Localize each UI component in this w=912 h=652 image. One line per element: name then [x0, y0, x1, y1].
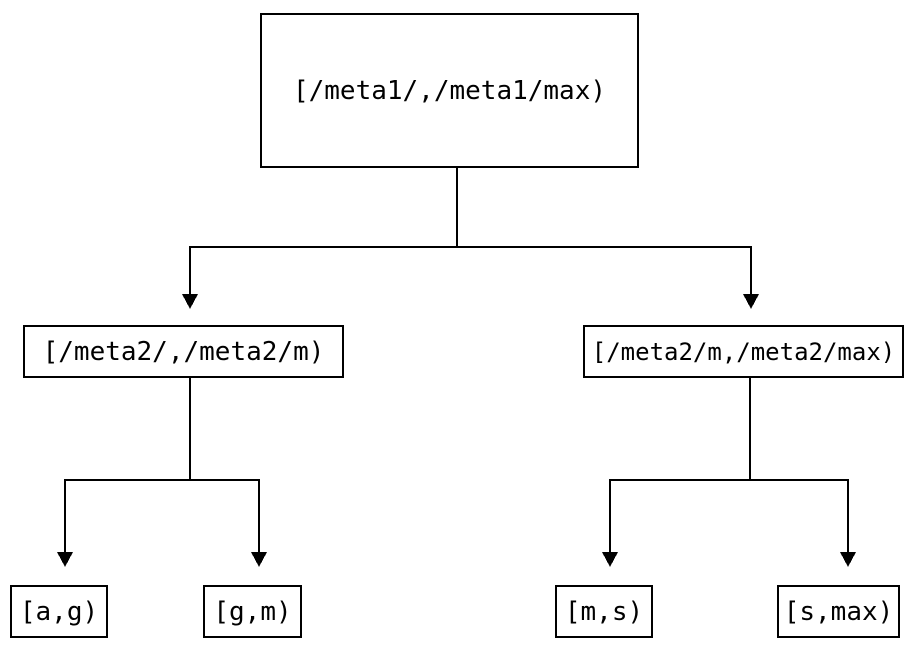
connector-left-children — [57, 378, 267, 567]
node-leaf-ag: [a,g) — [10, 585, 108, 638]
node-leaf-smax-label: [s,max) — [783, 596, 894, 627]
arrowhead-to-right-node — [743, 294, 759, 309]
connector-right-children — [602, 378, 856, 567]
node-root-label: [/meta1/,/meta1/max) — [292, 75, 607, 106]
node-meta2-high-label: [/meta2/m,/meta2/max) — [591, 337, 896, 366]
node-meta2-low: [/meta2/,/meta2/m) — [23, 325, 344, 378]
arrowhead-to-left-node — [182, 294, 198, 309]
node-leaf-ms-label: [m,s) — [564, 596, 644, 627]
arrowhead-to-leaf-ms — [602, 552, 618, 567]
node-leaf-smax: [s,max) — [777, 585, 900, 638]
node-leaf-ag-label: [a,g) — [19, 596, 99, 627]
arrowhead-to-leaf-gm — [251, 552, 267, 567]
node-leaf-gm-label: [g,m) — [213, 596, 292, 627]
node-meta2-low-label: [/meta2/,/meta2/m) — [42, 336, 325, 367]
arrowhead-to-leaf-smax — [840, 552, 856, 567]
node-leaf-ms: [m,s) — [555, 585, 653, 638]
arrowhead-to-leaf-ag — [57, 552, 73, 567]
node-root: [/meta1/,/meta1/max) — [260, 13, 639, 168]
node-leaf-gm: [g,m) — [203, 585, 302, 638]
node-meta2-high: [/meta2/m,/meta2/max) — [583, 325, 904, 378]
connector-root-children — [182, 168, 759, 309]
